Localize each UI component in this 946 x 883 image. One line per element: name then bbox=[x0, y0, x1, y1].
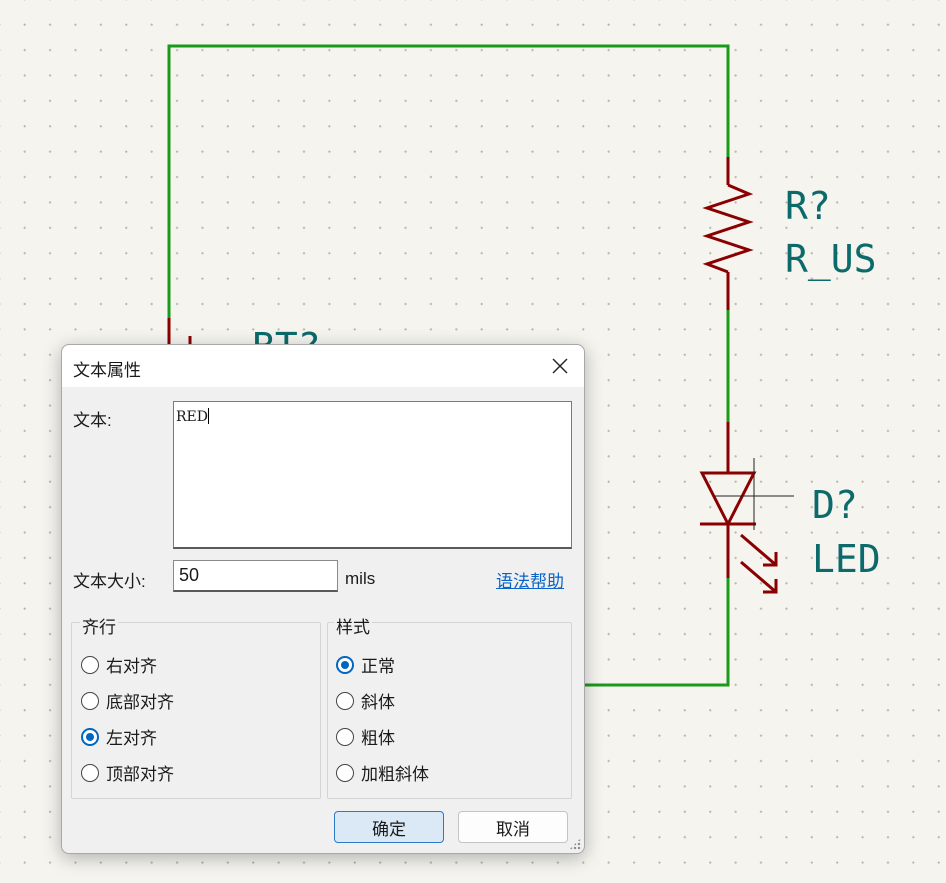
resistor-symbol[interactable] bbox=[702, 157, 754, 310]
radio-label: 右对齐 bbox=[106, 657, 157, 676]
radio-icon bbox=[81, 655, 99, 674]
align-left-radio[interactable]: 左对齐 bbox=[81, 724, 157, 749]
text-input[interactable]: RED bbox=[173, 401, 572, 549]
radio-label: 加粗斜体 bbox=[361, 765, 429, 784]
close-icon bbox=[552, 358, 568, 374]
style-italic-radio[interactable]: 斜体 bbox=[336, 688, 395, 713]
resistor-ref-label[interactable]: R? bbox=[785, 184, 831, 228]
cancel-button[interactable]: 取消 bbox=[458, 811, 568, 843]
radio-label: 正常 bbox=[361, 657, 395, 676]
battery-symbol[interactable] bbox=[167, 318, 192, 346]
radio-label: 左对齐 bbox=[106, 729, 157, 748]
text-size-input[interactable]: 50 bbox=[173, 560, 338, 592]
text-size-unit: mils bbox=[345, 569, 376, 588]
radio-checked-icon bbox=[81, 727, 99, 746]
radio-label: 粗体 bbox=[361, 729, 395, 748]
radio-icon bbox=[336, 691, 354, 710]
style-group-title: 样式 bbox=[334, 613, 372, 638]
radio-icon bbox=[336, 763, 354, 782]
ok-button[interactable]: 确定 bbox=[334, 811, 444, 843]
text-input-value: RED bbox=[176, 409, 208, 425]
resistor-value-label[interactable]: R_US bbox=[785, 237, 877, 282]
dialog-title: 文本属性 bbox=[73, 361, 141, 380]
alignment-group-title: 齐行 bbox=[80, 613, 118, 638]
close-button[interactable] bbox=[540, 349, 580, 383]
style-bold-radio[interactable]: 粗体 bbox=[336, 724, 395, 749]
dialog-title-bar[interactable]: 文本属性 bbox=[62, 345, 584, 387]
style-normal-radio[interactable]: 正常 bbox=[336, 652, 395, 677]
style-bold-italic-radio[interactable]: 加粗斜体 bbox=[336, 760, 429, 785]
wire-bottom[interactable] bbox=[585, 578, 730, 687]
style-group bbox=[327, 622, 572, 799]
radio-checked-icon bbox=[336, 655, 354, 674]
align-top-radio[interactable]: 顶部对齐 bbox=[81, 760, 174, 785]
syntax-help-link[interactable]: 语法帮助 bbox=[496, 572, 564, 591]
text-caret bbox=[208, 408, 209, 424]
led-symbol[interactable] bbox=[699, 422, 778, 594]
radio-label: 底部对齐 bbox=[106, 693, 174, 712]
text-properties-dialog: 文本属性 文本: RED 文本大小: 50 mils 语法帮助 齐行 右对齐 底… bbox=[61, 344, 585, 854]
text-field-label: 文本: bbox=[73, 411, 112, 430]
radio-label: 斜体 bbox=[361, 693, 395, 712]
wires[interactable] bbox=[167, 44, 730, 687]
align-bottom-radio[interactable]: 底部对齐 bbox=[81, 688, 174, 713]
radio-label: 顶部对齐 bbox=[106, 765, 174, 784]
radio-icon bbox=[81, 691, 99, 710]
radio-icon bbox=[336, 727, 354, 746]
wire-top[interactable] bbox=[167, 44, 730, 318]
text-size-label: 文本大小: bbox=[73, 572, 146, 591]
led-value-label[interactable]: LED bbox=[812, 537, 881, 581]
radio-icon bbox=[81, 763, 99, 782]
alignment-group bbox=[71, 622, 321, 799]
resize-grip-icon[interactable] bbox=[569, 838, 581, 850]
led-ref-label[interactable]: D? bbox=[812, 483, 858, 527]
align-right-radio[interactable]: 右对齐 bbox=[81, 652, 157, 677]
crosshair-cursor-icon bbox=[715, 458, 794, 530]
